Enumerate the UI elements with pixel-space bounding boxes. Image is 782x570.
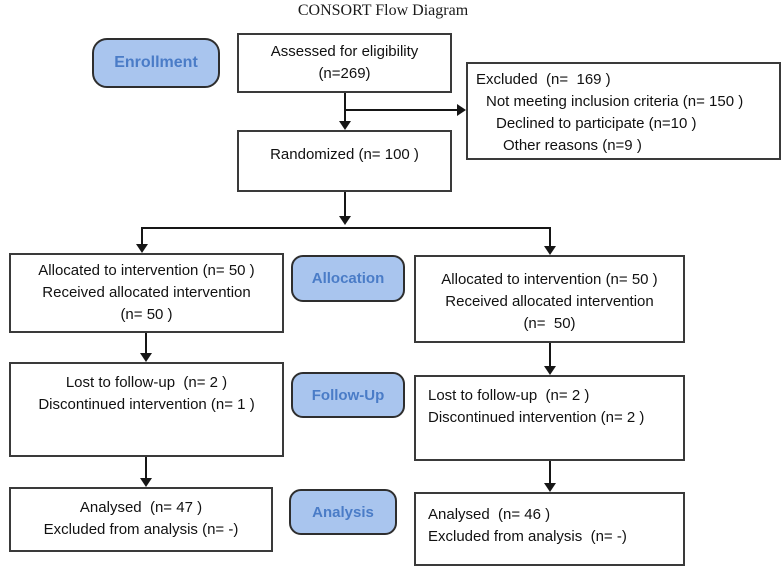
box-line: Other reasons (n=9 ) bbox=[503, 137, 642, 154]
arrow-followup-to-analysed-right-line bbox=[549, 461, 551, 483]
box-line: Declined to participate (n=10 ) bbox=[496, 115, 697, 132]
arrow-randomized-down-line bbox=[344, 192, 346, 216]
box-line: Analysed (n= 46 ) bbox=[428, 506, 551, 523]
box-line: Analysed (n= 47 ) bbox=[79, 499, 203, 516]
box-line: Excluded (n= 169 ) bbox=[476, 71, 611, 88]
arrow-followup-to-analysed-right-head bbox=[544, 483, 556, 492]
box-analysed-right: Analysed (n= 46 ) Excluded from analysis… bbox=[414, 492, 685, 566]
box-followup-right: Lost to follow-up (n= 2 ) Discontinued i… bbox=[414, 375, 685, 461]
arrow-allocated-to-followup-left-line bbox=[145, 333, 147, 353]
box-line: Discontinued intervention (n= 2 ) bbox=[428, 409, 645, 426]
box-analysed-left: Analysed (n= 47 ) Excluded from analysis… bbox=[9, 487, 273, 552]
arrow-to-excluded-head bbox=[457, 104, 466, 116]
arrow-followup-to-analysed-left-line bbox=[145, 457, 147, 478]
stage-label-enrollment: Enrollment bbox=[92, 38, 220, 88]
arrow-allocated-to-followup-right-line bbox=[549, 343, 551, 366]
arrow-split-to-allocated-left-line bbox=[141, 227, 143, 244]
box-line: (n=269) bbox=[318, 65, 371, 82]
box-line: Not meeting inclusion criteria (n= 150 ) bbox=[486, 93, 744, 110]
arrow-allocated-to-followup-right-head bbox=[544, 366, 556, 375]
box-line: Allocated to intervention (n= 50 ) bbox=[38, 262, 255, 279]
box-allocated-right: Allocated to intervention (n= 50 ) Recei… bbox=[414, 255, 685, 343]
stage-label-followup: Follow-Up bbox=[291, 372, 405, 418]
box-line: Lost to follow-up (n= 2 ) bbox=[428, 387, 590, 404]
box-randomized: Randomized (n= 100 ) bbox=[237, 130, 452, 192]
arrow-assessed-to-randomized-head bbox=[339, 121, 351, 130]
box-assessed-for-eligibility: Assessed for eligibility (n=269) bbox=[237, 33, 452, 93]
box-followup-left: Lost to follow-up (n= 2 ) Discontinued i… bbox=[9, 362, 284, 457]
box-allocated-left: Allocated to intervention (n= 50 ) Recei… bbox=[9, 253, 284, 333]
box-line: Allocated to intervention (n= 50 ) bbox=[441, 271, 658, 288]
page-title: CONSORT Flow Diagram bbox=[297, 2, 469, 19]
stage-label-analysis: Analysis bbox=[289, 489, 397, 535]
stage-label-allocation-text: Allocation bbox=[311, 270, 385, 287]
stage-label-enrollment-text: Enrollment bbox=[114, 54, 198, 71]
stage-label-analysis-text: Analysis bbox=[312, 503, 374, 521]
arrow-randomized-down-head bbox=[339, 216, 351, 225]
box-line: Lost to follow-up (n= 2 ) bbox=[65, 374, 228, 391]
box-line: Received allocated intervention bbox=[445, 293, 654, 310]
arrow-split-to-allocated-right-head bbox=[544, 246, 556, 255]
box-excluded: Excluded (n= 169 ) Not meeting inclusion… bbox=[466, 62, 781, 160]
stage-label-allocation: Allocation bbox=[291, 255, 405, 302]
arrow-to-excluded-line bbox=[345, 109, 457, 111]
box-line: Received allocated intervention bbox=[42, 284, 251, 301]
box-line: (n= 50) bbox=[523, 315, 576, 332]
box-line: Excluded from analysis (n= -) bbox=[43, 521, 239, 538]
arrow-assessed-to-randomized-line bbox=[344, 93, 346, 121]
box-line: Assessed for eligibility bbox=[270, 43, 419, 60]
arrow-split-to-allocated-left-head bbox=[136, 244, 148, 253]
box-line: Randomized (n= 100 ) bbox=[270, 146, 419, 163]
arrow-followup-to-analysed-left-head bbox=[140, 478, 152, 487]
split-bar-line bbox=[141, 227, 551, 229]
arrow-split-to-allocated-right-line bbox=[549, 227, 551, 246]
stage-label-followup-text: Follow-Up bbox=[311, 386, 385, 404]
box-line: (n= 50 ) bbox=[120, 306, 173, 323]
arrow-allocated-to-followup-left-head bbox=[140, 353, 152, 362]
box-line: Excluded from analysis (n= -) bbox=[428, 528, 627, 545]
box-line: Discontinued intervention (n= 1 ) bbox=[38, 396, 255, 413]
